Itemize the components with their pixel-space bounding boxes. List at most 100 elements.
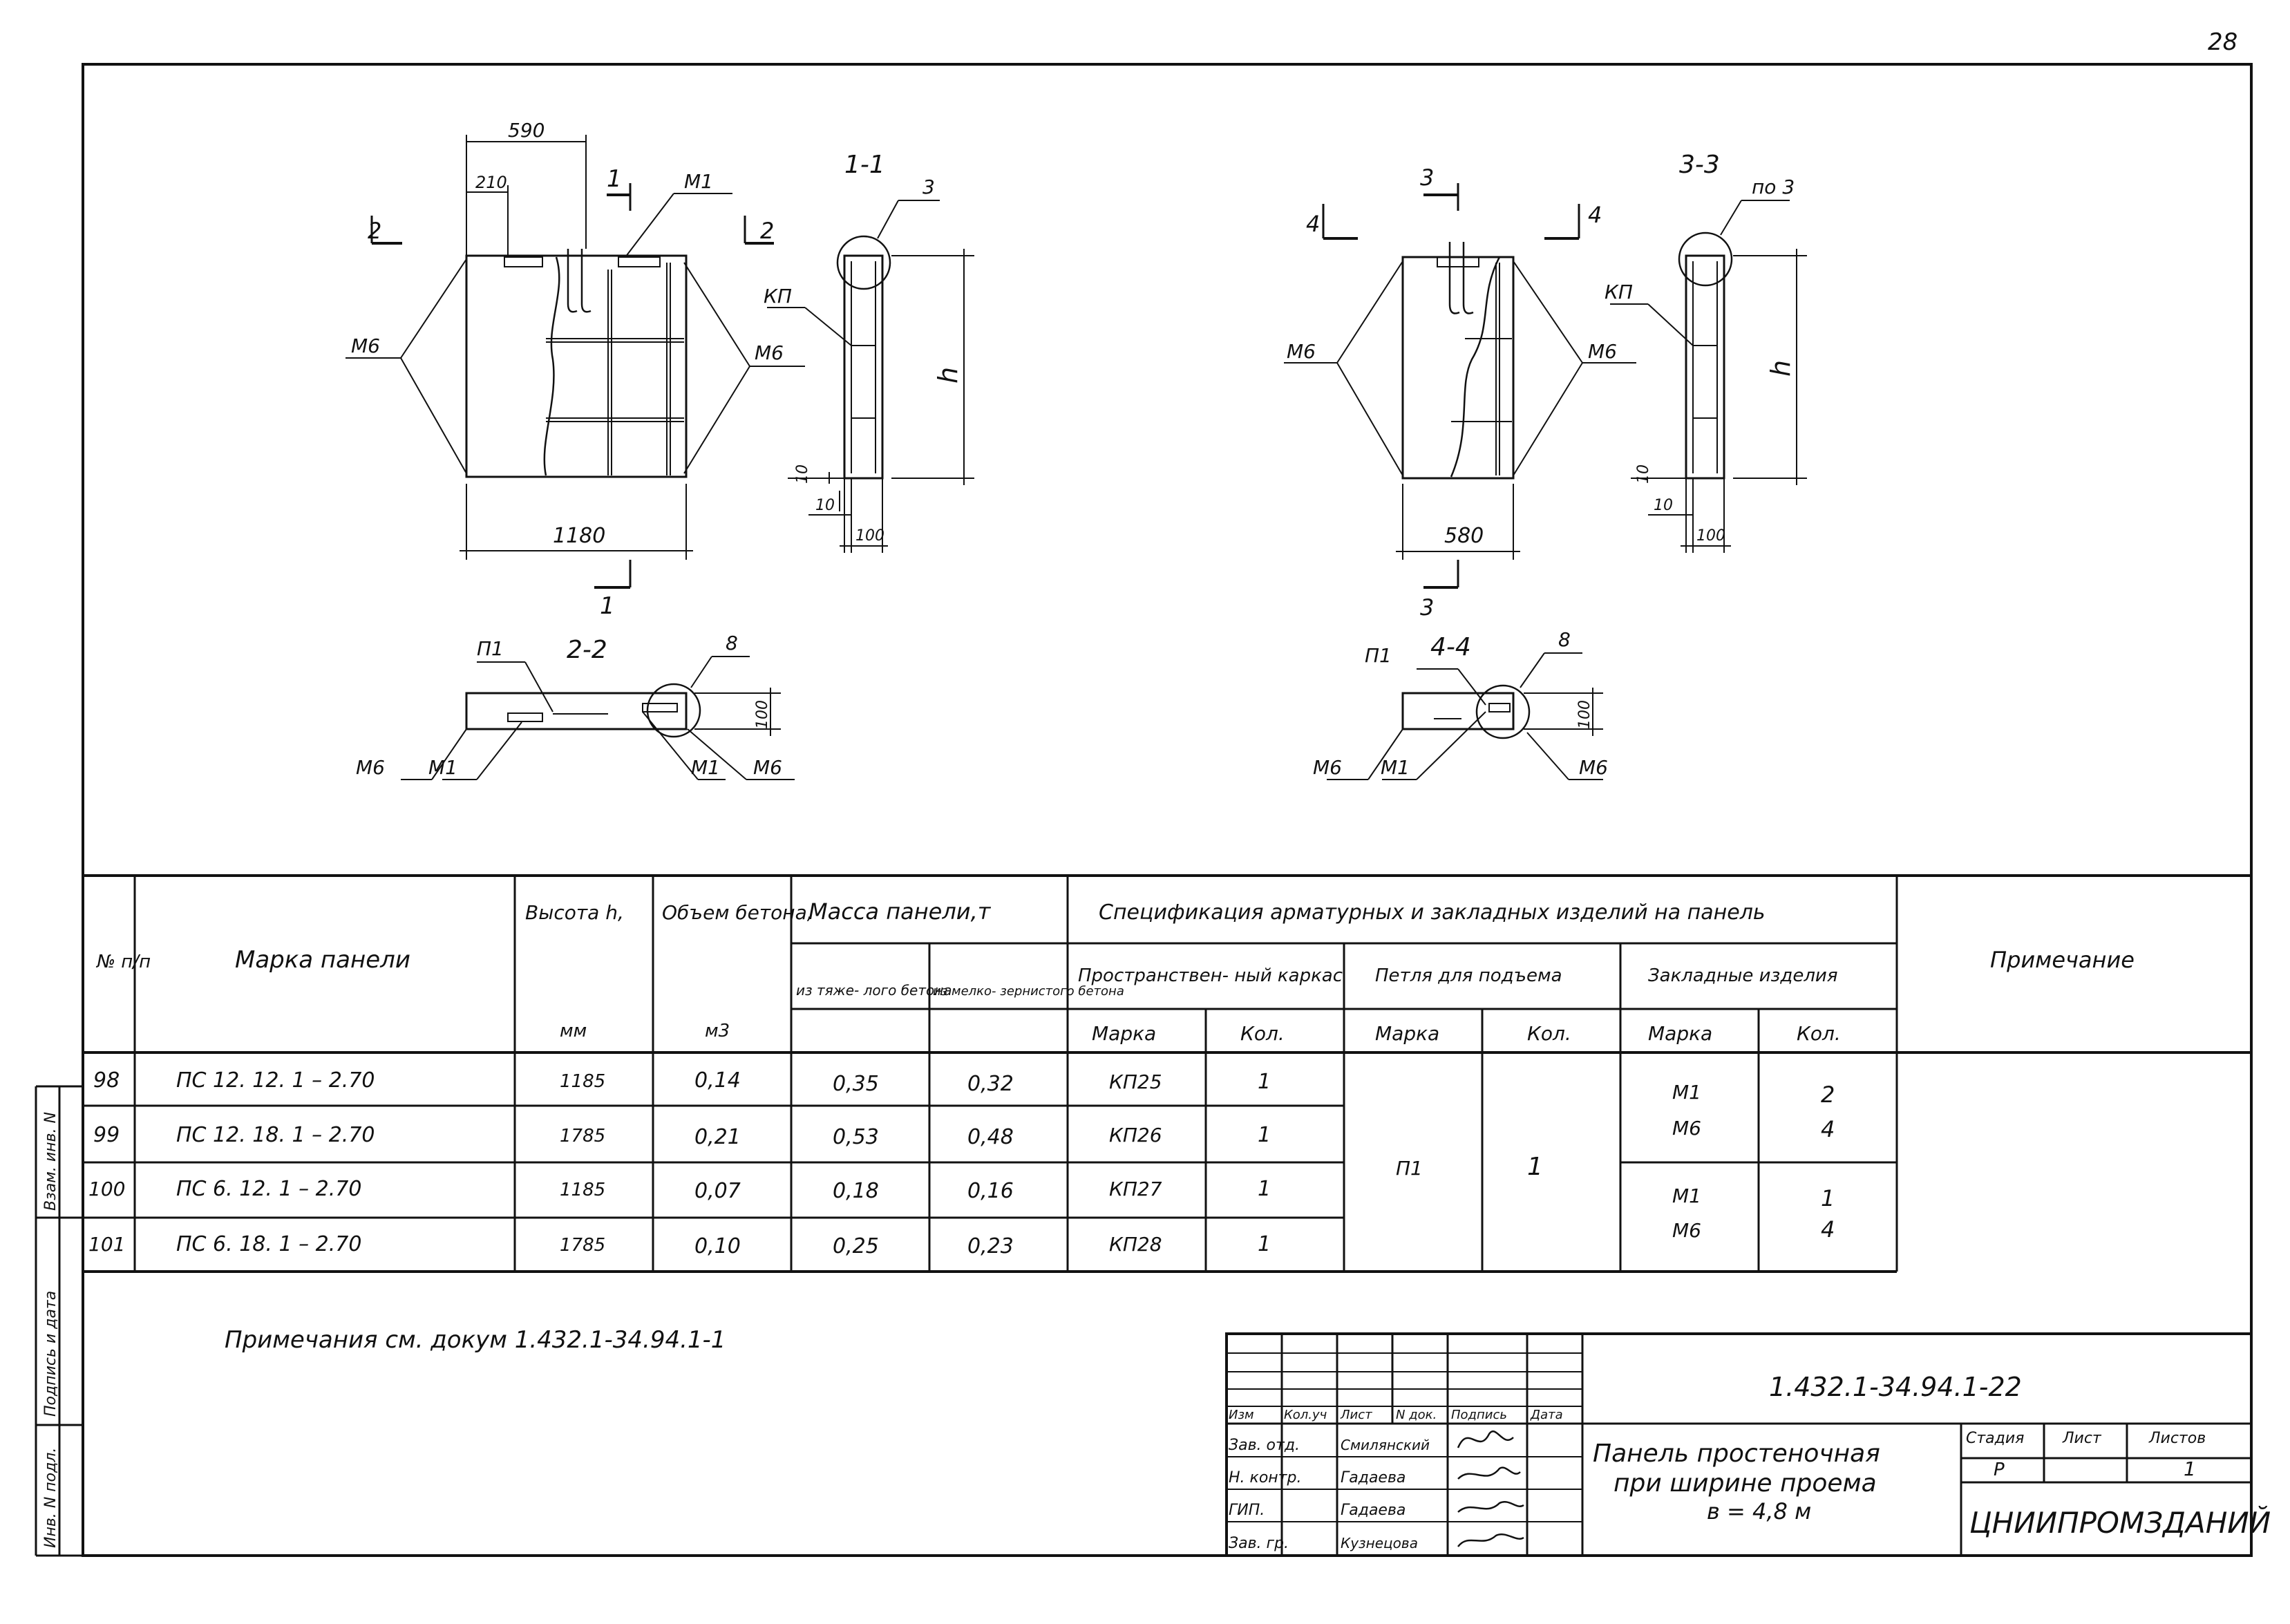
section-3-3 xyxy=(1610,200,1807,553)
th-emb-qty: Кол. xyxy=(1797,1022,1841,1045)
svg-text:1185: 1185 xyxy=(560,1180,605,1200)
section-3-3-dim10a: 10 xyxy=(1635,464,1652,484)
cut-2-left: 2 xyxy=(368,218,381,244)
svg-text:КП27: КП27 xyxy=(1109,1178,1162,1200)
dim-1180: 1180 xyxy=(553,524,605,548)
tb-name3: Гадаева xyxy=(1341,1502,1406,1519)
section-3-3-h: h xyxy=(1766,360,1796,377)
svg-text:0,16: 0,16 xyxy=(967,1179,1014,1203)
section-2-2-p1: П1 xyxy=(477,637,504,660)
tb-name2: Гадаева xyxy=(1341,1469,1406,1486)
section-1-1-dim100: 100 xyxy=(855,527,884,545)
section-2-2-dim100: 100 xyxy=(754,700,771,729)
section-1-1-callout: 3 xyxy=(922,176,935,198)
panel-view-left xyxy=(346,135,805,589)
svg-text:ПС 12. 18. 1 – 2.70: ПС 12. 18. 1 – 2.70 xyxy=(176,1123,375,1147)
section-4-4-p1: П1 xyxy=(1365,644,1392,667)
signature-marks xyxy=(1457,1431,1524,1547)
emb1-qty2: 4 xyxy=(1821,1116,1835,1142)
svg-text:1: 1 xyxy=(1258,1123,1271,1147)
tb-head-podp: Подпись xyxy=(1451,1408,1507,1422)
emb2-mark2: М6 xyxy=(1672,1219,1701,1242)
svg-text:0,53: 0,53 xyxy=(833,1125,879,1149)
dim-590: 590 xyxy=(508,119,545,142)
section-4-4-title: 4-4 xyxy=(1430,633,1471,661)
spec-table-grid xyxy=(83,876,2251,1273)
section-4-4-m6a: М6 xyxy=(1313,756,1342,779)
emb1-qty1: 2 xyxy=(1821,1082,1835,1108)
svg-text:0,32: 0,32 xyxy=(967,1072,1014,1096)
th-spec: Спецификация арматурных и закладных изде… xyxy=(1099,900,1766,925)
doc-code: 1.432.1-34.94.1-22 xyxy=(1769,1372,2022,1402)
th-volume: Объем бетона, xyxy=(662,901,813,924)
th-height: Высота h, xyxy=(525,901,624,924)
svg-text:0,07: 0,07 xyxy=(694,1179,741,1203)
dim-210: 210 xyxy=(475,173,507,192)
svg-text:100: 100 xyxy=(88,1178,125,1200)
svg-text:1785: 1785 xyxy=(560,1126,605,1146)
tb-head-list: Лист xyxy=(1340,1408,1372,1422)
tb-name1: Смилянский xyxy=(1341,1437,1430,1453)
section-1-1-h: h xyxy=(933,367,963,384)
section-2-2-callout: 8 xyxy=(726,632,738,654)
emb2-mark1: М1 xyxy=(1672,1184,1701,1207)
tb-sheet-label: Лист xyxy=(2062,1430,2102,1447)
svg-text:0,25: 0,25 xyxy=(833,1234,879,1258)
label-m6-left-2: М6 xyxy=(1287,340,1316,363)
th-note: Примечание xyxy=(1990,947,2135,973)
cut-1-top: 1 xyxy=(607,165,622,193)
sheet-number: 28 xyxy=(2208,28,2237,56)
emb1-mark1: М1 xyxy=(1672,1081,1701,1104)
svg-text:КП25: КП25 xyxy=(1109,1070,1162,1093)
svg-text:101: 101 xyxy=(88,1233,125,1256)
dim-580: 580 xyxy=(1444,524,1484,548)
cut-4-left: 4 xyxy=(1306,211,1320,237)
svg-text:1185: 1185 xyxy=(560,1071,605,1092)
svg-text:0,21: 0,21 xyxy=(694,1125,741,1149)
sheet-frame xyxy=(82,63,2253,1557)
section-3-3-callout: по 3 xyxy=(1752,176,1795,198)
svg-text:99: 99 xyxy=(93,1123,120,1147)
section-4-4-m1a: М1 xyxy=(1381,756,1410,779)
svg-text:98: 98 xyxy=(93,1068,120,1093)
side-stamp-sign: Подпись и дата xyxy=(42,1291,59,1417)
section-3-3-dim10b: 10 xyxy=(1654,497,1673,514)
section-2-2-m6b: М6 xyxy=(753,756,782,779)
table-row: 98 ПС 12. 12. 1 – 2.70 1185 0,14 0,35 0,… xyxy=(93,1068,1271,1096)
loop-qty: 1 xyxy=(1527,1153,1543,1181)
svg-text:1785: 1785 xyxy=(560,1235,605,1256)
table-row: 100 ПС 6. 12. 1 – 2.70 1185 0,07 0,18 0,… xyxy=(88,1177,1271,1203)
svg-text:ПС 12. 12. 1 – 2.70: ПС 12. 12. 1 – 2.70 xyxy=(176,1068,375,1093)
th-mass-fine: из мелко- зернистого бетона xyxy=(933,984,1124,999)
section-3-3-dim100: 100 xyxy=(1696,527,1725,545)
tb-head-data: Дата xyxy=(1530,1408,1563,1422)
section-3-3-kp: КП xyxy=(1605,281,1633,303)
svg-text:1: 1 xyxy=(1258,1177,1271,1201)
section-1-1-dim10b: 10 xyxy=(815,497,835,514)
tb-title-line2: при ширине проема xyxy=(1614,1469,1877,1498)
th-num: № п/п xyxy=(95,952,151,972)
tb-sheets-value: 1 xyxy=(2184,1457,2196,1480)
section-1-1-dim10a: 10 xyxy=(794,464,811,484)
section-2-2-m1a: М1 xyxy=(428,756,457,779)
tb-name4: Кузнецова xyxy=(1341,1535,1418,1551)
table-row: 101 ПС 6. 18. 1 – 2.70 1785 0,10 0,25 0,… xyxy=(88,1232,1271,1258)
emb2-qty2: 4 xyxy=(1821,1216,1835,1243)
svg-text:КП26: КП26 xyxy=(1109,1124,1162,1146)
th-embedded: Закладные изделия xyxy=(1648,965,1837,986)
emb1-mark2: М6 xyxy=(1672,1117,1701,1140)
th-loop: Петля для подъема xyxy=(1375,965,1562,986)
svg-text:ПС 6. 12. 1 – 2.70: ПС 6. 12. 1 – 2.70 xyxy=(176,1177,361,1201)
tb-role3: ГИП. xyxy=(1229,1502,1265,1519)
svg-text:1: 1 xyxy=(1258,1232,1271,1256)
th-emb-mark: Марка xyxy=(1648,1022,1712,1045)
tb-stage-value: Р xyxy=(1994,1460,2005,1480)
tb-role4: Зав. гр. xyxy=(1229,1535,1289,1552)
side-stamp-inv: Инв. N подл. xyxy=(42,1448,59,1548)
cut-3-bottom: 3 xyxy=(1420,594,1434,621)
label-m1: М1 xyxy=(684,170,713,193)
cut-4-right: 4 xyxy=(1588,202,1602,228)
label-m6-right-2: М6 xyxy=(1588,340,1617,363)
th-frame: Пространствен- ный каркас xyxy=(1078,965,1343,986)
tb-title-line1: Панель простеночная xyxy=(1593,1439,1880,1468)
